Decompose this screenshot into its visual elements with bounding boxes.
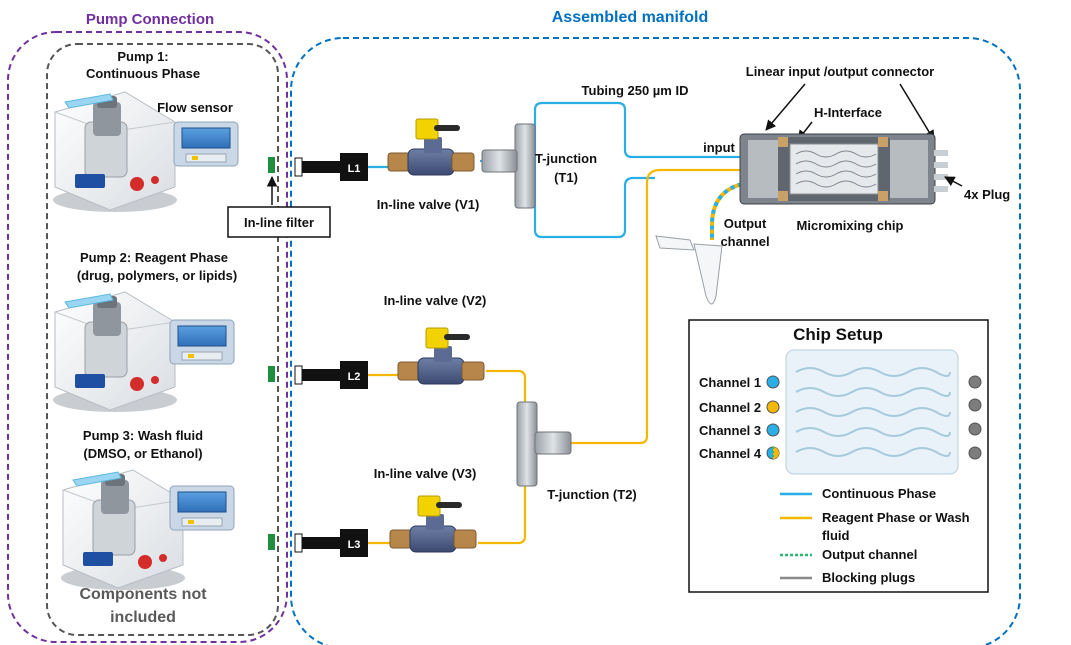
output-tubing-yellow — [710, 182, 743, 240]
chip-input-label: input — [703, 140, 735, 155]
t-junction-t1-image — [481, 123, 536, 209]
legend-reagent-sublabel: fluid — [822, 528, 849, 543]
legend-output-label: Output channel — [822, 547, 917, 562]
collection-tube-image — [655, 235, 723, 305]
connector-l1-label: L1 — [348, 163, 361, 175]
inline-filter-label: In-line filter — [244, 215, 314, 230]
legend-blocking-label: Blocking plugs — [822, 570, 915, 585]
assembled-manifold-title: Assembled manifold — [552, 9, 708, 26]
not-included-line2: included — [110, 609, 176, 626]
pump3-title: Pump 3: Wash fluid — [83, 428, 203, 443]
pump3-image — [60, 469, 186, 591]
legend-continuous-label: Continuous Phase — [822, 486, 936, 501]
valve-v2-image — [397, 327, 485, 385]
micromixing-chip-label: Micromixing chip — [797, 218, 904, 233]
chip-setup-image — [785, 349, 959, 475]
chip-setup-channel-2: Channel 2 — [699, 400, 761, 415]
tubing-label: Tubing 250 µm ID — [582, 83, 689, 98]
pump1-title: Pump 1: — [117, 49, 168, 64]
not-included-line1: Components not — [79, 586, 207, 603]
h-interface-label: H-Interface — [814, 105, 882, 120]
valve-v3-image — [389, 495, 477, 553]
channel-2-dot — [766, 400, 780, 414]
flow-sensor3-image — [169, 485, 235, 531]
plug-label: 4x Plug — [964, 187, 1010, 202]
chip-setup-title: Chip Setup — [793, 325, 883, 344]
flow-sensor-label: Flow sensor — [157, 100, 233, 115]
connector-l3-label: L3 — [348, 539, 361, 551]
linear-connector-label: Linear input /output connector — [746, 64, 935, 79]
channel-3-dot — [766, 423, 780, 437]
valve-v2-label: In-line valve (V2) — [384, 293, 487, 308]
pump2-subtitle: (drug, polymers, or lipids) — [77, 268, 237, 283]
plug-dot-1 — [968, 375, 982, 389]
output-channel-label: Output — [724, 216, 767, 231]
legend-reagent-label: Reagent Phase or Wash — [822, 510, 970, 525]
reagent-phase-tubing — [368, 168, 740, 545]
assembled-manifold-box — [290, 37, 1021, 645]
t-junction-t1-sublabel: (T1) — [554, 170, 578, 185]
micromixing-chip-image — [739, 133, 948, 205]
filter-3 — [268, 534, 275, 550]
t-junction-t1-label: T-junction — [535, 151, 597, 166]
output-channel-sublabel: channel — [720, 234, 769, 249]
connector-l3 — [294, 529, 368, 557]
chip-setup-channel-3: Channel 3 — [699, 423, 761, 438]
pump-connection-title: Pump Connection — [86, 11, 214, 28]
valve-v1-image — [387, 118, 475, 176]
channel-4-dot — [766, 446, 780, 460]
connector-l2 — [294, 361, 368, 389]
channel-1-dot — [766, 375, 780, 389]
plug-dot-4 — [968, 446, 982, 460]
chip-setup-channel-4: Channel 4 — [699, 446, 762, 461]
filter-1 — [268, 157, 275, 173]
pump2-image — [52, 291, 178, 413]
flow-sensor2-image — [169, 319, 235, 365]
pump2-title: Pump 2: Reagent Phase — [80, 250, 228, 265]
valve-v3-label: In-line valve (V3) — [374, 466, 477, 481]
chip-setup-channel-1: Channel 1 — [699, 375, 761, 390]
pump3-subtitle: (DMSO, or Ethanol) — [83, 446, 202, 461]
inline-filter-label-box — [227, 206, 331, 238]
plug-dot-3 — [968, 422, 982, 436]
components-not-included-box — [46, 43, 279, 636]
valve-v1-label: In-line valve (V1) — [377, 197, 480, 212]
connector-l1 — [294, 153, 368, 181]
filter-2 — [268, 366, 275, 382]
t-junction-t2-label: T-junction (T2) — [547, 487, 637, 502]
pump-connection-box — [7, 31, 288, 643]
t-junction-t2-image — [516, 401, 572, 487]
output-tubing-blue — [710, 182, 743, 240]
plug-dot-2 — [968, 398, 982, 412]
flow-sensor1-image — [173, 121, 239, 167]
connector-l2-label: L2 — [348, 371, 361, 383]
pump1-subtitle: Continuous Phase — [86, 66, 200, 81]
